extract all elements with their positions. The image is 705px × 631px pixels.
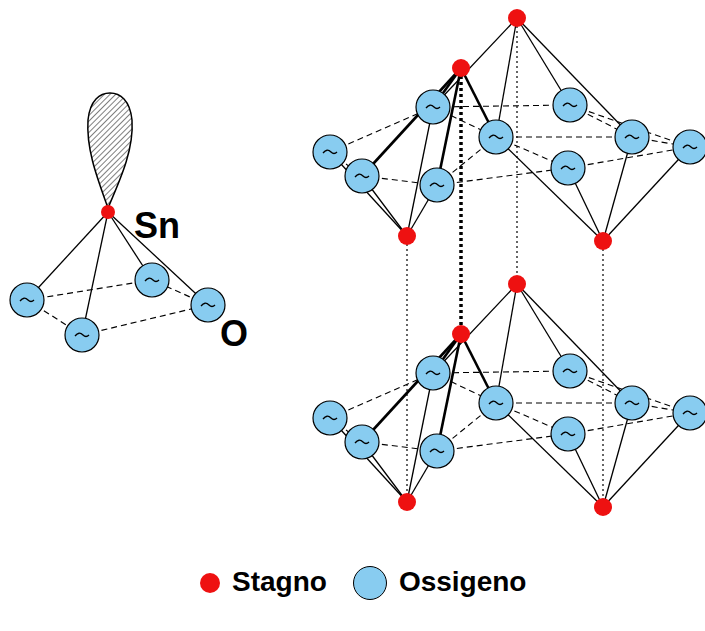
sn-o-bond	[603, 413, 690, 507]
tin-atom	[594, 498, 612, 516]
atom-label: O	[220, 316, 248, 352]
sn-o-bond	[362, 334, 461, 442]
oxygen-atom	[65, 318, 99, 352]
sn-o-bond	[496, 137, 603, 241]
sn-o-bond	[496, 403, 603, 507]
layer-edge	[437, 434, 568, 451]
interlayer-line	[516, 26, 517, 276]
oxygen-atom	[553, 88, 587, 122]
oxygen-atom	[420, 434, 454, 468]
sn-o-bond	[603, 147, 690, 241]
sn-o-bond	[362, 68, 461, 176]
oxygen-atom	[673, 130, 705, 164]
tin-atom	[452, 325, 470, 343]
tin-atom	[101, 205, 115, 219]
oxygen-atom	[313, 401, 347, 435]
legend-text: Stagno	[232, 568, 327, 596]
sn-sn-interaction	[459, 76, 463, 326]
sn-o-bond	[496, 18, 517, 137]
layer-edge	[496, 402, 632, 403]
oxygen-atom	[673, 396, 705, 430]
oxygen-atom	[479, 386, 513, 420]
legend-swatch	[200, 573, 220, 593]
oxygen-atom	[615, 386, 649, 420]
oxygen-atom	[551, 417, 585, 451]
tin-atom	[594, 232, 612, 250]
legend-text: Ossigeno	[399, 568, 527, 596]
oxygen-atom	[479, 120, 513, 154]
tin-atom	[398, 227, 416, 245]
sn-o-bond	[437, 334, 461, 451]
tin-atom	[508, 9, 526, 27]
sn-o-bond	[433, 284, 517, 373]
oxygen-atom	[416, 356, 450, 390]
base-edge	[82, 305, 208, 335]
oxygen-atom	[313, 135, 347, 169]
oxygen-atom	[345, 159, 379, 193]
oxygen-atom	[420, 168, 454, 202]
oxygen-atom	[10, 283, 44, 317]
layer-edge	[437, 168, 568, 185]
oxygen-atom	[615, 120, 649, 154]
tin-atom	[398, 493, 416, 511]
sn-o-bond	[437, 68, 461, 185]
oxygen-atom	[345, 425, 379, 459]
sn-o-bond	[433, 18, 517, 107]
atom-label: Sn	[134, 208, 180, 244]
interlayer-line	[406, 244, 407, 492]
sn-o-bond	[27, 212, 108, 300]
tin-atom	[452, 59, 470, 77]
tin-atom	[508, 275, 526, 293]
oxygen-atom	[191, 288, 225, 322]
interlayer-line	[602, 249, 603, 499]
oxygen-atom	[416, 90, 450, 124]
sn-o-bond	[82, 212, 108, 335]
sn-o-bond	[496, 284, 517, 403]
lone-pair	[88, 93, 132, 208]
sn-o-bond	[517, 284, 632, 403]
sn-o-bond	[517, 18, 632, 137]
oxygen-atom	[551, 151, 585, 185]
oxygen-atom	[553, 354, 587, 388]
legend-swatch	[353, 566, 387, 600]
oxygen-atom	[135, 263, 169, 297]
